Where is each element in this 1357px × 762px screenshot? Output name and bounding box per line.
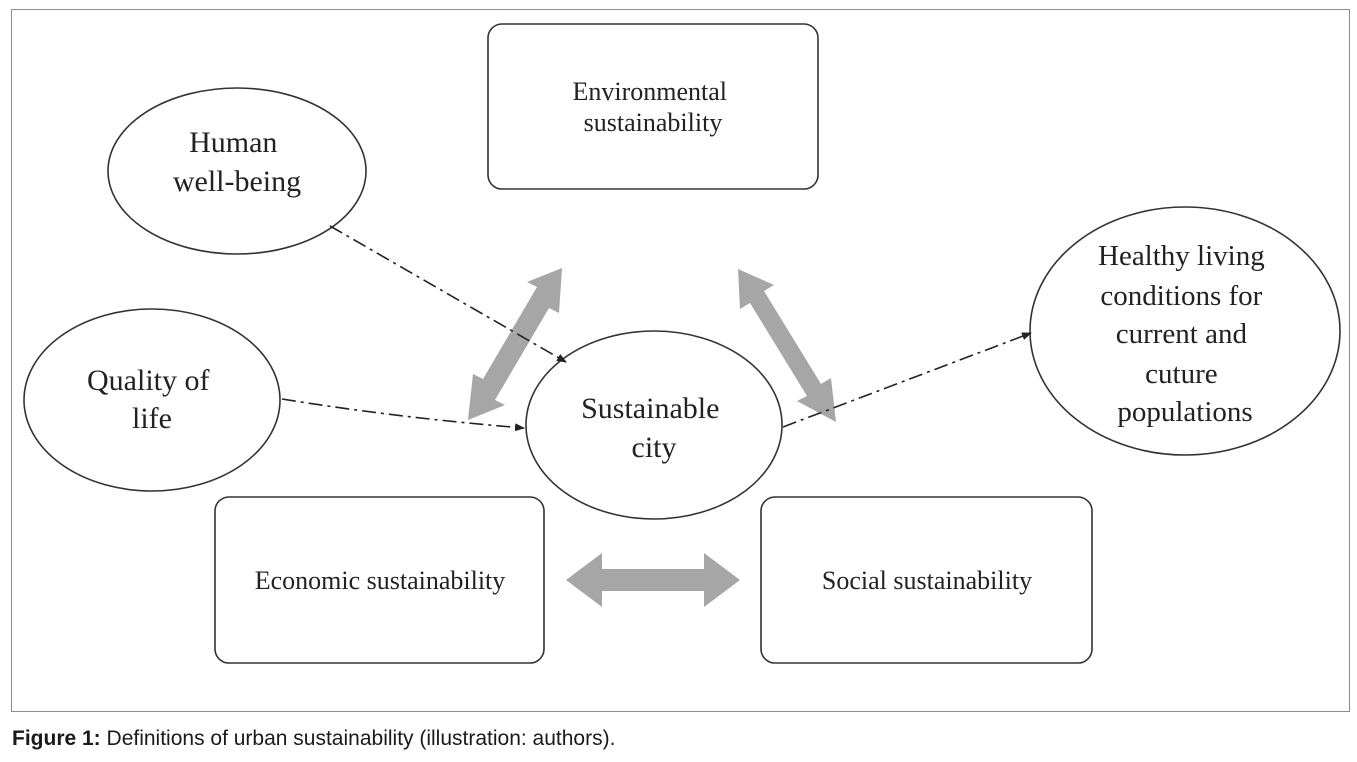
human-wellbeing-ellipse: [107, 87, 367, 255]
double-arrow-economic-social: [566, 553, 740, 607]
social-label: Social sustainability: [822, 566, 1032, 595]
social-box: [760, 496, 1093, 664]
sustainable-city-ellipse: [525, 330, 783, 520]
double-arrow-city-environmental: [468, 268, 562, 420]
urban-sustainability-diagram: Environmental sustainability Human well-…: [23, 23, 1341, 664]
human-wellbeing-label: Human well-being: [173, 126, 301, 198]
quality-of-life-label: Quality of life: [87, 364, 217, 435]
healthy-living-label: Healthy living conditions for current an…: [1098, 240, 1272, 428]
dashdot-line-wellbeing-to-city: [329, 225, 567, 363]
economic-label: Economic sustainability: [255, 566, 506, 595]
double-arrow-city-social: [738, 269, 836, 422]
dashdot-line-city-to-healthy: [782, 332, 1032, 428]
environmental-label: Environmental sustainability: [572, 77, 733, 137]
caption-text: Definitions of urban sustainability (ill…: [100, 727, 616, 750]
economic-box: [214, 496, 545, 664]
dashdot-line-quality-to-city: [281, 398, 525, 432]
healthy-living-ellipse: [1029, 206, 1341, 456]
sustainable-city-label: Sustainable city: [581, 392, 727, 464]
caption-label: Figure 1:: [12, 727, 101, 750]
figure-caption: Figure 1: Definitions of urban sustainab…: [12, 727, 615, 751]
environmental-box: [487, 23, 819, 190]
quality-of-life-ellipse: [23, 308, 281, 492]
